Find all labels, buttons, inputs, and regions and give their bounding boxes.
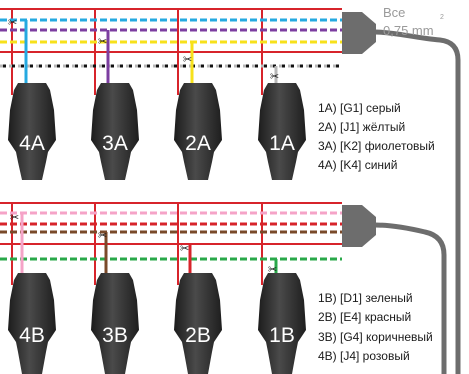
scissors-icon: ✂ [10,211,19,224]
injector-1a: 1A [258,83,306,180]
wire-spec: Все 0,75 mm 2 [383,5,444,38]
scissors-icon: ✂ [8,16,17,29]
injector-3a: 3A [91,83,139,180]
injector-4b: 4B [8,273,56,374]
injector-label: 1A [269,132,295,155]
bottom-harness-cable [374,222,447,374]
injector-4a: 4A [8,83,56,180]
legend-item: 3A) [K2] фиолетовый [318,139,435,153]
top-harness-connector [342,12,376,54]
legend-item: 1B) [D1] зеленый [318,291,413,305]
scissors-icon: ✂ [268,263,277,276]
injector-2a: 2A [174,83,222,180]
scissors-icon: ✂ [98,229,107,242]
legend-item: 4B) [J4] розовый [318,349,410,363]
scissors-icon: ✂ [183,53,192,66]
injector-label: 2B [185,324,211,347]
injector-label: 1B [269,324,295,347]
scissors-icon: ✂ [180,242,189,255]
top-group: ✂ ✂ ✂ ✂ 4A 3A 2A 1A 1A) [G1] серый 2A) [… [0,8,461,374]
injector-label: 4A [19,132,45,155]
scissors-icon: ✂ [270,70,279,83]
bottom-harness-connector [342,205,376,247]
injector-2b: 2B [174,273,222,374]
legend-item: 3B) [G4] коричневый [318,330,433,344]
injector-3b: 3B [91,273,139,374]
legend-item: 2A) [J1] жёлтый [318,120,405,134]
injector-label: 3A [102,132,128,155]
injector-label: 4B [19,324,45,347]
legend-item: 4A) [K4] синий [318,158,397,172]
legend-item: 1A) [G1] серый [318,101,401,115]
legend-item: 2B) [E4] красный [318,310,411,324]
injector-1b: 1B [258,273,306,374]
wire-spec-title: Все [383,5,405,20]
scissors-icon: ✂ [98,35,107,48]
wire-spec-gauge: 0,75 mm [383,23,434,38]
top-harness-cable [374,29,461,374]
injector-label: 3B [102,324,128,347]
wire-spec-gauge-sup: 2 [440,14,444,21]
bottom-group: ✂ ✂ ✂ ✂ 4B 3B 2B 1B 1B) [D1] зеленый 2B)… [0,202,447,374]
injector-label: 2A [185,132,211,155]
